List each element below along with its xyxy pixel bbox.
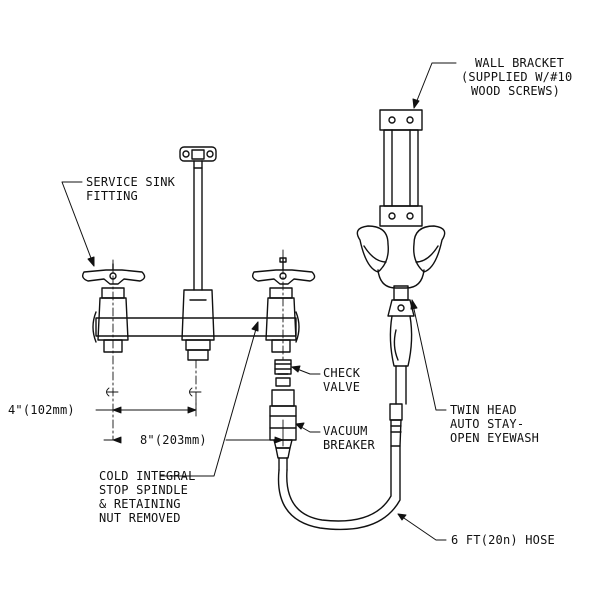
service-sink-fitting — [92, 287, 300, 361]
check-valve-label: CHECK VALVE — [323, 366, 361, 394]
vacuum-breaker-label: VACUUM BREAKER — [323, 424, 375, 452]
check-valve — [274, 359, 292, 375]
twin-head-eyewash-label: TWIN HEAD AUTO STAY- OPEN EYEWASH — [450, 403, 540, 445]
right-handle — [251, 257, 316, 285]
dimension-8in-label: 8"(203mm) — [140, 433, 207, 447]
leader-lines — [61, 62, 457, 541]
wall-bracket-label: WALL BRACKET (SUPPLIED W/#10 WOOD SCREWS… — [461, 56, 573, 98]
hose-fitting — [389, 403, 403, 447]
hose — [277, 445, 401, 531]
vertical-supply-pipe — [193, 167, 203, 291]
twin-head-eyewash — [356, 225, 446, 405]
center-lines — [112, 249, 284, 441]
cold-integral-stop-label: COLD INTEGRAL STOP SPINDLE & RETAINING N… — [99, 469, 196, 525]
dimension-4in-label: 4"(102mm) — [8, 403, 75, 417]
eyewash-wall-bracket — [379, 109, 423, 227]
left-handle — [81, 263, 146, 285]
service-sink-label: SERVICE SINK FITTING — [86, 175, 176, 203]
dimension-4in — [95, 399, 197, 417]
faucet-wall-bracket — [179, 146, 217, 169]
vacuum-breaker — [269, 377, 297, 471]
centerline-marks — [106, 387, 202, 397]
hose-label: 6 FT(20n) HOSE — [451, 533, 555, 547]
